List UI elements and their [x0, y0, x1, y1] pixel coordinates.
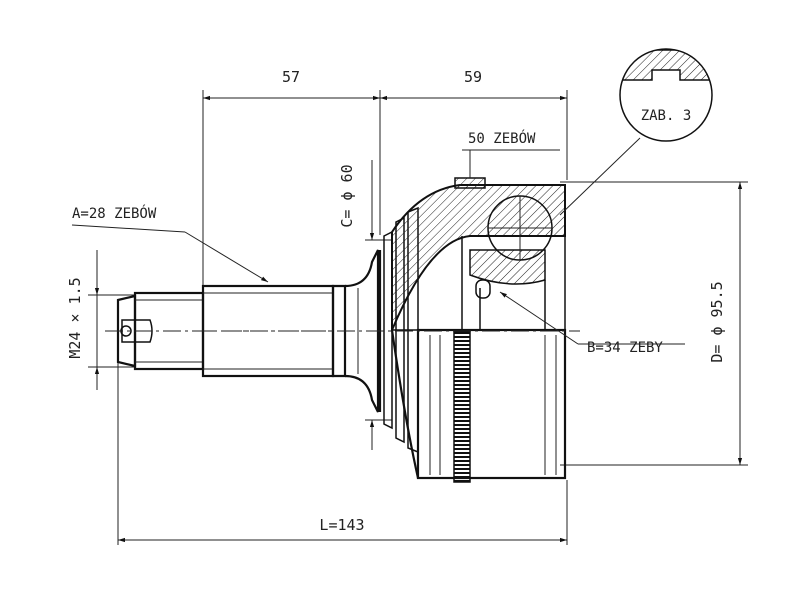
total-length-label: L=143: [319, 516, 364, 534]
collar-diameter-label: C= ϕ 60: [338, 164, 356, 227]
detail-label: ZAB. 3: [641, 108, 692, 124]
joint-housing: [378, 150, 567, 483]
threaded-stub: [116, 291, 205, 371]
leader-lines: [71, 149, 685, 345]
dim-59-label: 59: [464, 68, 482, 86]
outer-diameter-label: D= ϕ 95.5: [708, 281, 726, 362]
inner-spline-label: A=28 ZEBÓW: [72, 204, 157, 222]
outer-teeth-label: 50 ZEBÓW: [468, 129, 536, 147]
dim-57-label: 57: [282, 68, 300, 86]
detail-zab3: [559, 48, 713, 216]
ball-spline-label: B=34 ZEBY: [587, 340, 663, 356]
thread-label: M24 × 1.5: [66, 277, 84, 358]
